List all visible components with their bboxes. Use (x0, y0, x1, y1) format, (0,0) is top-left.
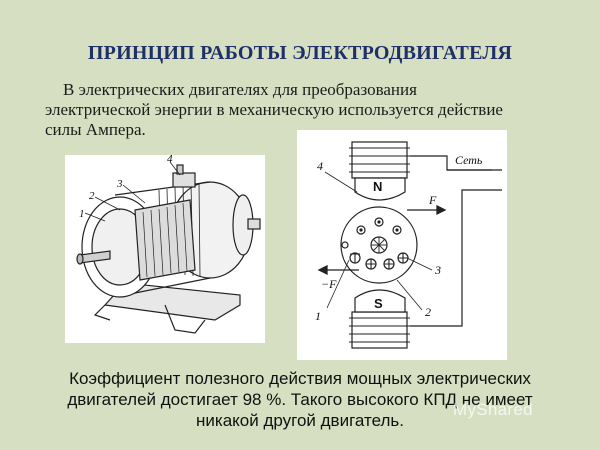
watermark-logo: MyShared (453, 400, 533, 419)
scheme-label-1: 1 (315, 309, 321, 323)
intro-text: В электрических двигателях для преобразо… (45, 80, 503, 139)
intro-paragraph: В электрических двигателях для преобразо… (45, 80, 515, 140)
efficiency-paragraph: Коэффициент полезного действия мощных эл… (67, 369, 533, 430)
motor-label-4: 4 (167, 155, 173, 165)
motor-cutaway-illustration: 1 2 3 4 (65, 155, 265, 343)
motor-label-1: 1 (79, 208, 85, 220)
pole-n-label: N (373, 179, 382, 194)
slide-title: ПРИНЦИП РАБОТЫ ЭЛЕКТРОДВИГАТЕЛЯ (87, 42, 513, 64)
motor-label-2: 2 (89, 190, 95, 202)
scheme-label-2: 2 (425, 305, 431, 319)
scheme-label-4: 4 (317, 159, 323, 173)
motor-label-3: 3 (116, 178, 123, 190)
motor-principle-scheme: 4 1 2 3 Сеть N S F −F (297, 130, 507, 360)
pole-s-label: S (374, 296, 383, 311)
scheme-label-3: 3 (434, 263, 441, 277)
neg-force-label: −F (321, 277, 337, 291)
net-label: Сеть (455, 153, 483, 167)
force-label: F (428, 193, 437, 207)
